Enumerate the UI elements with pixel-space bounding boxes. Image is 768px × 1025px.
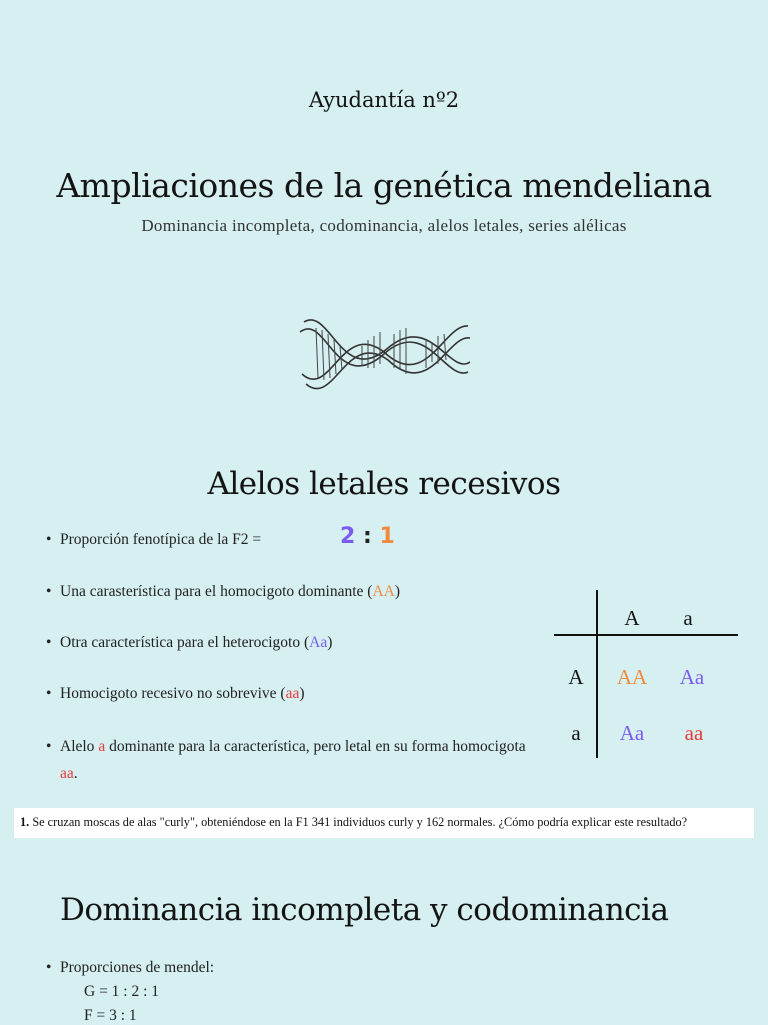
punnett-divider-horizontal	[554, 634, 738, 636]
punnett-cell: AA	[616, 665, 648, 689]
section-title-incomplete-dominance: Dominancia incompleta y codominancia	[60, 892, 669, 928]
bullet-text: Otra característica para el heterocigoto…	[60, 634, 310, 651]
list-item: • Otra característica para el heterocigo…	[46, 634, 333, 651]
exercise-question: 1. Se cruzan moscas de alas "curly", obt…	[20, 815, 687, 830]
list-item: • Proporción fenotípica de la F2 =	[46, 526, 546, 553]
list-item: • Proporciones de mendel:	[46, 954, 546, 981]
list-item: • Alelo a dominante para la característi…	[46, 738, 526, 782]
punnett-divider-vertical	[596, 590, 598, 758]
allele-label: Aa	[309, 634, 328, 651]
bullet-text: Homocigoto recesivo no sobrevive (	[60, 685, 286, 702]
page-subtitle: Dominancia incompleta, codominancia, ale…	[141, 216, 627, 235]
question-text: Se cruzan moscas de alas "curly", obteni…	[32, 815, 688, 829]
section-title-lethal-alleles: Alelos letales recesivos	[207, 466, 562, 502]
bullet-text: Una carasterística para el homocigoto do…	[60, 583, 373, 600]
dna-helix-icon	[299, 319, 471, 390]
allele-label: a	[98, 738, 106, 755]
phenotypic-ratio: 2 : 1	[340, 524, 395, 549]
bullet-mendel-proportions: Proporciones de mendel:	[60, 959, 215, 976]
allele-label: AA	[372, 583, 395, 600]
punnett-cell: aa	[684, 721, 704, 745]
page-title: Ampliaciones de la genética mendeliana	[56, 166, 712, 205]
punnett-cell: Aa	[619, 721, 645, 745]
ratio-right: 1	[379, 524, 395, 549]
bullet-f2-ratio: Proporción fenotípica de la F2 =	[60, 531, 262, 548]
genotype-ratio: G = 1 : 2 : 1	[84, 983, 160, 1000]
list-item: • Homocigoto recesivo no sobrevive (aa)	[46, 685, 305, 702]
page-kicker: Ayudantía nº2	[308, 88, 460, 112]
punnett-row-header: a	[571, 721, 581, 745]
list-item: • Una carasterística para el homocigoto …	[46, 583, 401, 600]
allele-label: aa	[285, 685, 300, 702]
punnett-row-header: A	[568, 665, 584, 689]
bullet-text: Alelo	[60, 738, 99, 755]
punnett-col-header: a	[683, 606, 693, 630]
exercise-question-box: 1. Se cruzan moscas de alas "curly", obt…	[14, 808, 754, 838]
punnett-col-header: A	[624, 606, 640, 630]
allele-label: aa	[60, 765, 74, 782]
question-number: 1.	[20, 815, 30, 829]
ratio-left: 2	[340, 524, 356, 549]
punnett-cell: Aa	[679, 665, 705, 689]
phenotype-ratio: F = 3 : 1	[84, 1007, 137, 1024]
punnett-square: A a A a AA Aa Aa aa	[540, 590, 740, 760]
ratio-separator: :	[362, 524, 372, 549]
